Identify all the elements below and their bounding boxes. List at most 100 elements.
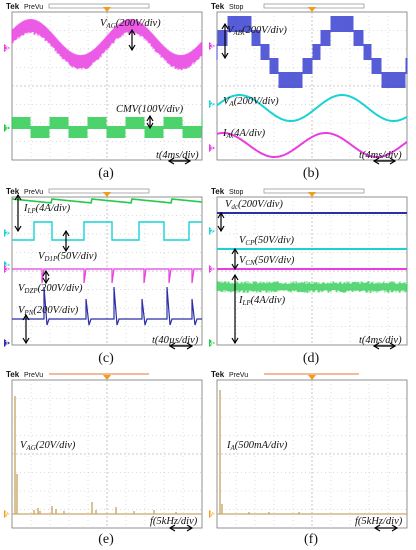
caption-e: (e) <box>98 532 114 547</box>
annotation-arrow-icon <box>217 211 225 233</box>
label-vd1p: VD1P(50V/div) <box>38 251 97 263</box>
annotation-arrow-icon <box>221 22 229 60</box>
label-time: t(4ms/div) <box>359 335 402 346</box>
scope-d: Tek Stop Vdc(200V/div) VCP(50V/div) VCN(… <box>209 187 408 350</box>
scope-mode: Stop <box>229 4 244 11</box>
trigger-marker-icon <box>103 7 111 12</box>
label-vcn: VCN(50V/div) <box>239 255 295 267</box>
channel-marker-label: 3 <box>210 267 214 274</box>
scope-brand: Tek <box>211 370 225 379</box>
channel-marker-label: 1 <box>5 126 9 133</box>
record-bar <box>48 188 150 194</box>
scope-mode: PreVu <box>24 4 43 11</box>
trigger-marker-icon <box>308 375 316 380</box>
time-arrow-icon <box>167 157 192 165</box>
annotation-arrow-icon <box>146 114 154 130</box>
scope-brand: Tek <box>6 187 20 196</box>
label-vdc: Vdc(200V/div) <box>225 199 283 211</box>
scope-brand: Tek <box>6 2 20 11</box>
channel-marker-label: 3 <box>210 44 214 51</box>
channel-marker-icon <box>209 265 215 273</box>
vdzp-waveform <box>12 268 202 284</box>
label-ilp: ILP(4A/div) <box>238 295 286 307</box>
channel-marker-label: 1 <box>5 341 9 348</box>
channel-marker-label: 4 <box>5 263 9 270</box>
panel-e: Tek PreVu VAG(20V/div) f(5kHz/div) M (e) <box>4 368 207 547</box>
time-arrow-icon <box>372 157 397 165</box>
label-time: t(40µs/div) <box>152 335 199 346</box>
ilp-waveform <box>11 198 203 204</box>
ia-waveform <box>216 132 408 158</box>
channel-marker-icon <box>4 265 10 273</box>
channel-marker-icon <box>4 339 10 347</box>
record-bar <box>48 3 150 9</box>
vag-spectrum <box>12 396 202 515</box>
label-cmv: CMV(100V/div) <box>116 104 184 115</box>
annotation-arrow-icon <box>231 247 239 271</box>
annotation-arrow-icon <box>128 28 136 52</box>
label-vcp: VCP(50V/div) <box>239 235 295 247</box>
annotation-arrow-icon <box>231 273 239 345</box>
scope-mode: Stop <box>229 189 244 196</box>
label-freq: f(5kHz/div) <box>150 516 198 527</box>
label-vdzp: VDZP(200V/div) <box>18 283 83 295</box>
label-time: t(4ms/div) <box>156 150 199 161</box>
vag-waveform <box>11 18 203 71</box>
label-ilp: ILP(4A/div) <box>23 203 71 215</box>
panel-d: Tek Stop Vdc(200V/div) VCP(50V/div) VCN(… <box>209 185 412 366</box>
channel-marker-label: M <box>5 512 11 519</box>
channel-marker-icon <box>209 42 215 50</box>
channel-marker-label: M <box>210 512 216 519</box>
channel-marker-icon <box>4 44 10 52</box>
channel-marker-icon <box>209 100 215 108</box>
caption-b: (b) <box>302 166 320 181</box>
label-ia: IA(500mA/div) <box>226 440 288 452</box>
trigger-marker-icon <box>308 192 316 197</box>
ilp-waveform <box>216 281 408 293</box>
scope-b: Tek Stop VAB(200V/div) VA(200V/div) IA(4… <box>209 2 408 165</box>
grid-e <box>11 375 203 529</box>
trigger-marker-icon <box>103 192 111 197</box>
time-arrow-icon <box>168 342 194 350</box>
scope-f: Tek PreVu IA(500mA/div) f(5kHz/div) M <box>209 370 408 532</box>
vab-waveform <box>216 16 408 88</box>
scope-mode: PreVu <box>229 372 248 379</box>
grid-f <box>216 375 408 529</box>
caption-d: (d) <box>302 351 320 366</box>
label-time: t(4ms/div) <box>359 150 402 161</box>
channel-marker-label: 2 <box>210 102 214 109</box>
panel-a: Tek PreVu VAG(200V/div) CMV(100V/div) t(… <box>4 0 207 181</box>
channel-marker-label: 2 <box>5 231 9 238</box>
annotation-arrow-icon <box>14 193 22 233</box>
caption-a: (a) <box>98 166 114 181</box>
channel-marker-icon <box>209 227 215 235</box>
scope-mode: PreVu <box>24 189 43 196</box>
annotation-arrow-icon <box>42 269 50 285</box>
label-vpn: VPN(200V/div) <box>18 305 79 317</box>
vpn-waveform <box>12 286 202 326</box>
scope-a: Tek PreVu VAG(200V/div) CMV(100V/div) t(… <box>4 2 203 165</box>
label-freq: f(5kHz/div) <box>355 516 403 527</box>
annotation-arrow-icon <box>22 313 30 345</box>
scope-brand: Tek <box>211 187 225 196</box>
channel-marker-label: 3 <box>5 267 9 274</box>
caption-c: (c) <box>98 351 114 366</box>
time-arrow-icon <box>373 524 399 532</box>
time-arrow-icon <box>168 524 194 532</box>
vd1p-waveform <box>12 221 202 241</box>
channel-marker-label: 4 <box>210 341 214 348</box>
va-waveform <box>216 94 408 122</box>
channel-marker-icon <box>4 124 10 132</box>
annotation-arrow-icon <box>62 229 70 253</box>
panel-c: Tek PreVu ILP(4A/div) VD1P(50V/div) VDZP… <box>4 185 207 366</box>
panel-b: Tek Stop VAB(200V/div) VA(200V/div) IA(4… <box>209 0 412 181</box>
label-vab: VAB(200V/div) <box>227 25 287 37</box>
scope-c: Tek PreVu ILP(4A/div) VD1P(50V/div) VDZP… <box>4 187 203 350</box>
channel-marker-icon <box>209 510 215 518</box>
grid-d <box>216 192 408 346</box>
label-va: VA(200V/div) <box>223 96 279 108</box>
label-ia: IA(4A/div) <box>222 128 266 140</box>
label-vag: VAG(200V/div) <box>100 18 161 30</box>
panel-f: Tek PreVu IA(500mA/div) f(5kHz/div) M (f… <box>209 368 412 547</box>
channel-marker-icon <box>209 339 215 347</box>
